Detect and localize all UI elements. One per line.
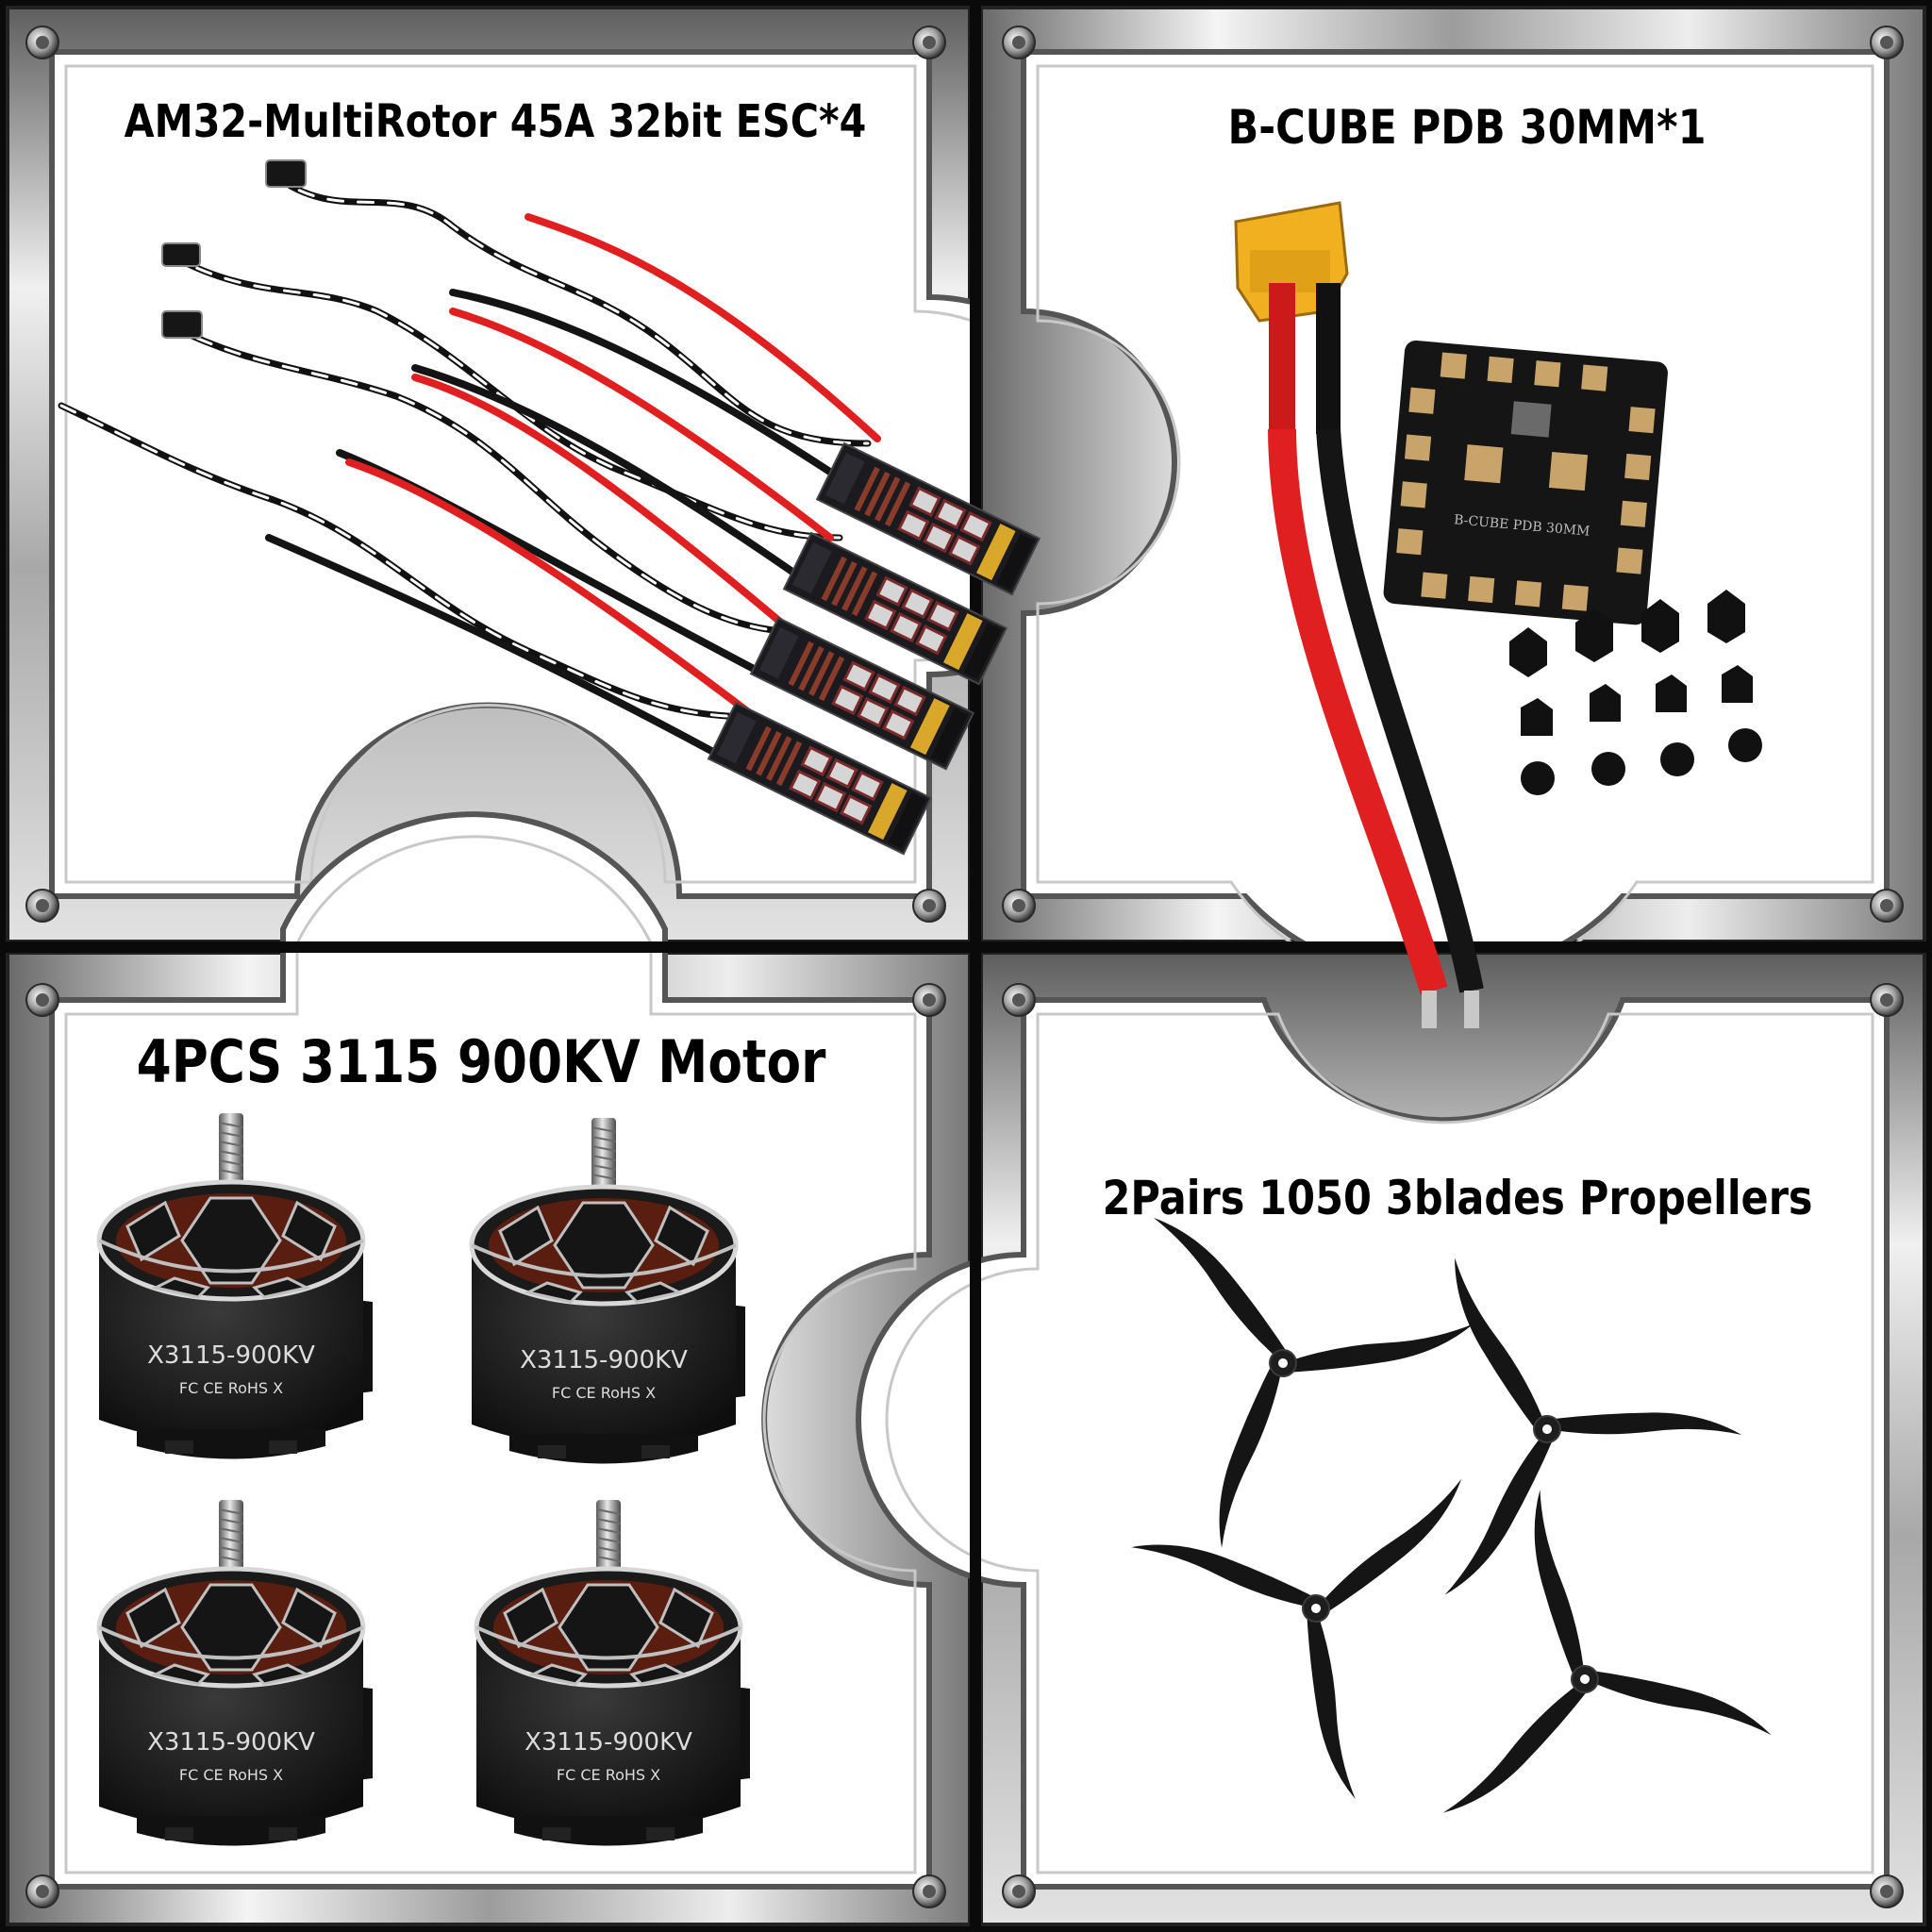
motors-panel-title: 4PCS 3115 900KV Motor xyxy=(136,1027,826,1096)
motor-cert-label: FC CE RoHS X xyxy=(552,1384,656,1402)
motor-model-label: X3115-900KV xyxy=(520,1346,688,1374)
motor-model-label: X3115-900KV xyxy=(147,1728,315,1757)
pdb-illustration: B-CUBE PDB 30MM xyxy=(1234,201,1762,1028)
motor-cert-label: FC CE RoHS X xyxy=(557,1766,660,1784)
motor-cert-label: FC CE RoHS X xyxy=(179,1766,283,1784)
esc-panel-title: AM32-MultiRotor 45A 32bit ESC*4 xyxy=(124,95,867,148)
motor-cert-label: FC CE RoHS X xyxy=(179,1379,283,1397)
pdb-panel-title: B-CUBE PDB 30MM*1 xyxy=(1227,100,1707,155)
esc-boards-illustration xyxy=(58,159,1041,856)
panel-props xyxy=(856,951,1926,1926)
motors-illustration: X3115-900KV X3115-900KV X3115-900KV X311… xyxy=(99,1113,750,1846)
props-panel-title: 2Pairs 1050 3blades Propellers xyxy=(1102,1171,1813,1225)
motor-model-label: X3115-900KV xyxy=(147,1341,315,1370)
motor-model-label: X3115-900KV xyxy=(525,1728,692,1757)
